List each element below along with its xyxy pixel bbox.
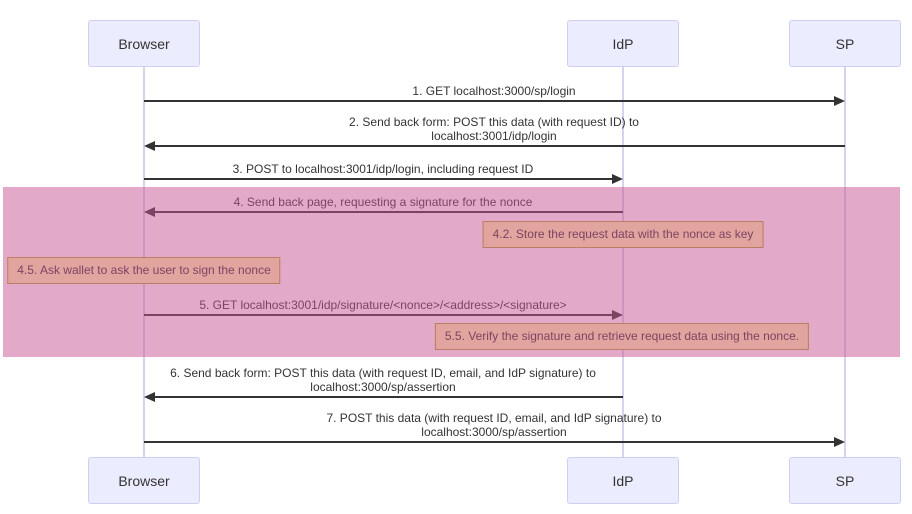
note-5-5: 5.5. Verify the signature and retrieve r… xyxy=(434,323,810,350)
actor-label: SP xyxy=(835,472,855,489)
arrowhead-right-icon xyxy=(612,174,623,184)
message-label: 4. Send back page, requesting a signatur… xyxy=(233,195,533,209)
arrowhead-left-icon xyxy=(144,207,155,217)
message-line xyxy=(154,396,623,398)
actor-browser-bottom: Browser xyxy=(88,457,200,504)
actor-label: SP xyxy=(835,35,855,52)
message-line xyxy=(144,178,613,180)
message-label: 1. GET localhost:3000/sp/login xyxy=(412,84,576,98)
actor-label: Browser xyxy=(118,35,170,52)
actor-browser-top: Browser xyxy=(88,20,200,67)
actor-sp-top: SP xyxy=(789,20,901,67)
message-line xyxy=(144,100,835,102)
arrowhead-left-icon xyxy=(144,392,155,402)
message-label: 7. POST this data (with request ID, emai… xyxy=(326,411,662,439)
arrowhead-right-icon xyxy=(834,96,845,106)
note-4-5: 4.5. Ask wallet to ask the user to sign … xyxy=(7,257,281,284)
actor-idp-top: IdP xyxy=(567,20,679,67)
message-label: 2. Send back form: POST this data (with … xyxy=(349,115,639,143)
actor-label: Browser xyxy=(118,472,170,489)
message-label: 6. Send back form: POST this data (with … xyxy=(170,366,596,394)
message-line xyxy=(144,441,835,443)
message-label: 5. GET localhost:3001/idp/signature/<non… xyxy=(199,298,567,312)
lifeline-sp xyxy=(844,67,846,457)
actor-label: IdP xyxy=(612,35,634,52)
arrowhead-left-icon xyxy=(144,141,155,151)
arrowhead-right-icon xyxy=(834,437,845,447)
note-4-2: 4.2. Store the request data with the non… xyxy=(482,221,764,248)
message-line xyxy=(154,145,845,147)
message-line xyxy=(144,314,613,316)
actor-sp-bottom: SP xyxy=(789,457,901,504)
actor-label: IdP xyxy=(612,472,634,489)
message-line xyxy=(154,211,623,213)
actor-idp-bottom: IdP xyxy=(567,457,679,504)
arrowhead-right-icon xyxy=(612,310,623,320)
message-label: 3. POST to localhost:3001/idp/login, inc… xyxy=(232,162,534,176)
